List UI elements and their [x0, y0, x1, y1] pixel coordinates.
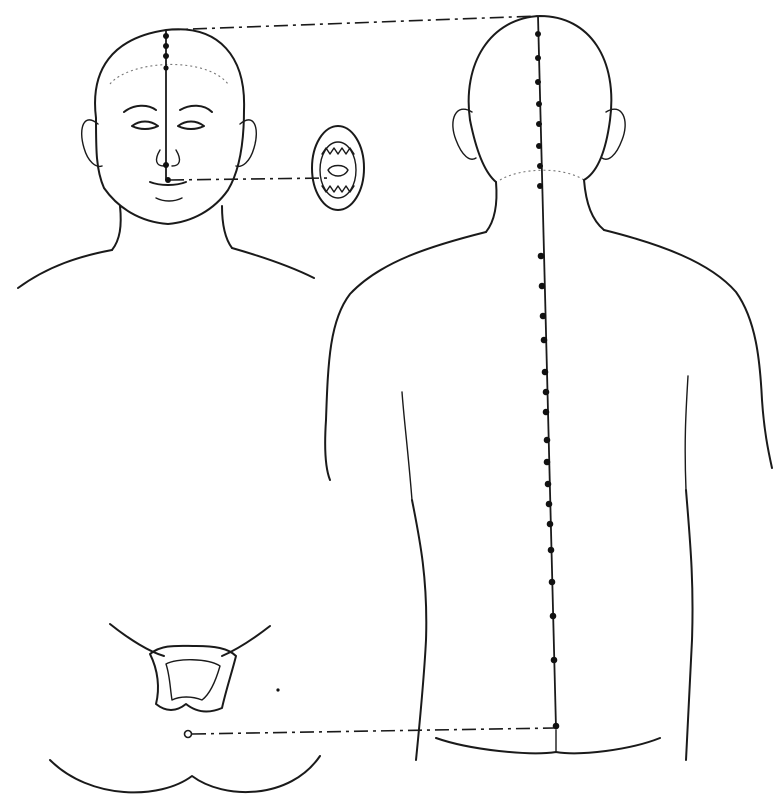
acupoint: [540, 313, 547, 320]
acupoint: [545, 481, 552, 488]
stray-mark: [276, 688, 279, 691]
acupoint: [536, 143, 542, 149]
acupoint: [542, 369, 549, 376]
back-left-inner-arm: [402, 392, 412, 500]
acupoint: [536, 121, 542, 127]
front-left-brow: [124, 106, 156, 112]
front-chin: [156, 198, 182, 201]
acupoint: [535, 31, 541, 37]
back-right-inner-arm: [685, 376, 688, 490]
front-neck-left: [112, 206, 121, 250]
perineum-lower-curves: [50, 756, 320, 792]
acupoint: [163, 65, 168, 70]
front-head-points: [163, 33, 171, 183]
mouth-connector-line: [170, 178, 328, 180]
acupoint: [537, 183, 543, 189]
acupoint: [546, 501, 553, 508]
front-left-shoulder: [18, 250, 112, 288]
acupoint: [550, 613, 557, 620]
acupoint: [536, 101, 542, 107]
acupoint: [544, 437, 551, 444]
back-right-ear: [602, 109, 625, 159]
front-head-outline: [95, 29, 244, 224]
perineum-upper-curves: [110, 624, 270, 656]
back-buttocks: [436, 738, 660, 753]
acupoint: [543, 409, 550, 416]
acupoint: [163, 43, 169, 49]
mouth-tongue: [328, 166, 348, 177]
acupoint: [163, 53, 169, 59]
back-right-shoulder: [604, 230, 772, 468]
acupoint: [551, 657, 558, 664]
front-right-eye: [178, 122, 204, 130]
acupoint: [544, 459, 551, 466]
acupoint: [538, 253, 545, 260]
perineum-inset: [50, 624, 320, 792]
perineum-inner-shape: [166, 660, 220, 700]
perineum-connector-line: [192, 728, 554, 734]
acupoint: [163, 162, 169, 168]
acupoint: [549, 579, 556, 586]
front-head-view: [18, 29, 314, 288]
acupoint: [163, 33, 169, 39]
mouth-inset-inner: [320, 142, 356, 198]
back-right-side: [686, 490, 693, 760]
back-left-shoulder: [325, 232, 486, 480]
mouth-lower-teeth: [322, 186, 354, 192]
front-right-shoulder: [232, 248, 314, 278]
acupoint: [547, 521, 554, 528]
back-neck-left: [486, 182, 497, 232]
acupoint: [543, 389, 550, 396]
mouth-inset: [312, 126, 364, 210]
back-neck-right: [584, 180, 604, 230]
front-hairline: [110, 64, 228, 84]
back-left-side: [412, 500, 426, 760]
back-torso-view: [325, 16, 772, 760]
acupoint: [535, 55, 541, 61]
acupoint: [537, 163, 543, 169]
acupoint: [548, 547, 555, 554]
mouth-upper-teeth: [322, 148, 354, 154]
front-left-ear: [82, 120, 102, 167]
perineum-acupoint: [185, 731, 192, 738]
front-right-brow: [180, 106, 212, 112]
crown-connector-line: [166, 16, 538, 30]
acupoint: [535, 79, 541, 85]
front-left-eye: [132, 122, 158, 130]
front-neck-right: [222, 206, 232, 248]
back-head-base: [470, 120, 496, 182]
acupoint: [541, 337, 548, 344]
acupoint: [539, 283, 546, 290]
